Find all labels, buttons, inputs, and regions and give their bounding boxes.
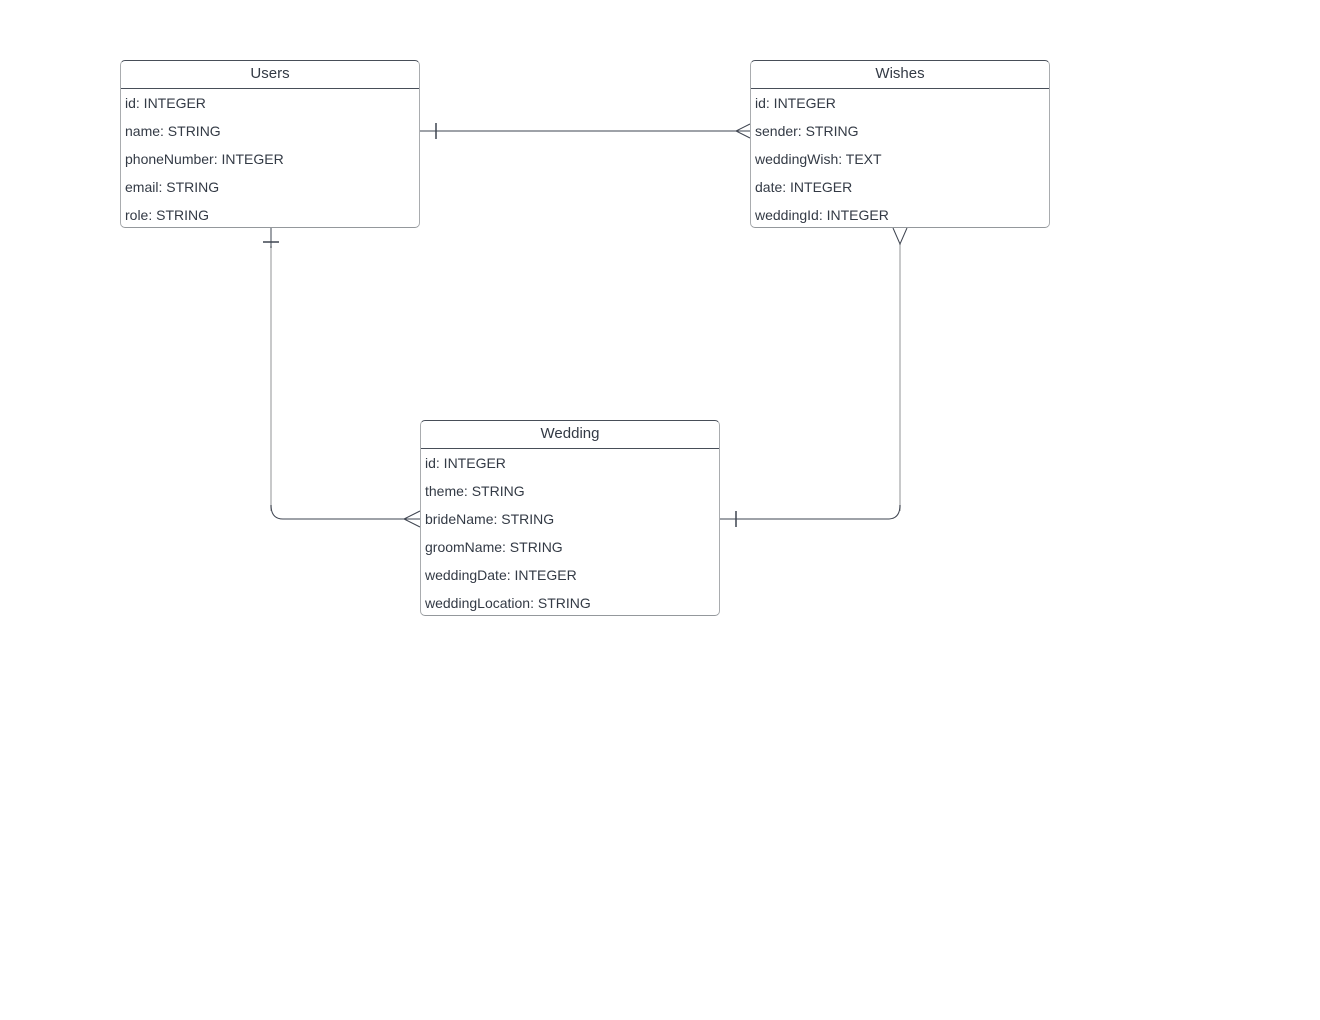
field-row: weddingDate: INTEGER [425, 567, 577, 583]
field-row: sender: STRING [755, 123, 859, 139]
entity-users-title: Users [121, 61, 419, 89]
field-row: phoneNumber: INTEGER [125, 151, 284, 167]
connector-wishes-wedding [720, 227, 908, 527]
field-row: id: INTEGER [425, 455, 506, 471]
field-row: weddingWish: TEXT [755, 151, 882, 167]
field-row: email: STRING [125, 179, 220, 195]
crow-foot-icon [402, 510, 421, 528]
connector-line [720, 504, 901, 520]
entity-users[interactable]: Users id: INTEGER name: STRING phoneNumb… [120, 60, 420, 228]
field-row: date: INTEGER [755, 179, 853, 195]
entity-wedding-title: Wedding [421, 421, 719, 449]
field-row: theme: STRING [425, 483, 525, 499]
entity-wedding[interactable]: Wedding id: INTEGER theme: STRING brideN… [420, 420, 720, 616]
field-row: id: INTEGER [125, 95, 206, 111]
field-row: name: STRING [125, 123, 221, 139]
field-row: groomName: STRING [425, 539, 563, 555]
field-row: brideName: STRING [425, 511, 555, 527]
field-row: weddingLocation: STRING [425, 595, 591, 611]
connector-users-wishes [420, 123, 751, 139]
connector-line [270, 504, 420, 520]
connector-users-wedding [263, 228, 421, 528]
crow-foot-icon [892, 227, 908, 246]
crow-foot-icon [734, 123, 751, 139]
entity-wishes[interactable]: Wishes id: INTEGER sender: STRING weddin… [750, 60, 1050, 228]
entity-wishes-title: Wishes [751, 61, 1049, 89]
field-row: role: STRING [125, 207, 210, 223]
field-row: weddingId: INTEGER [755, 207, 889, 223]
field-row: id: INTEGER [755, 95, 836, 111]
